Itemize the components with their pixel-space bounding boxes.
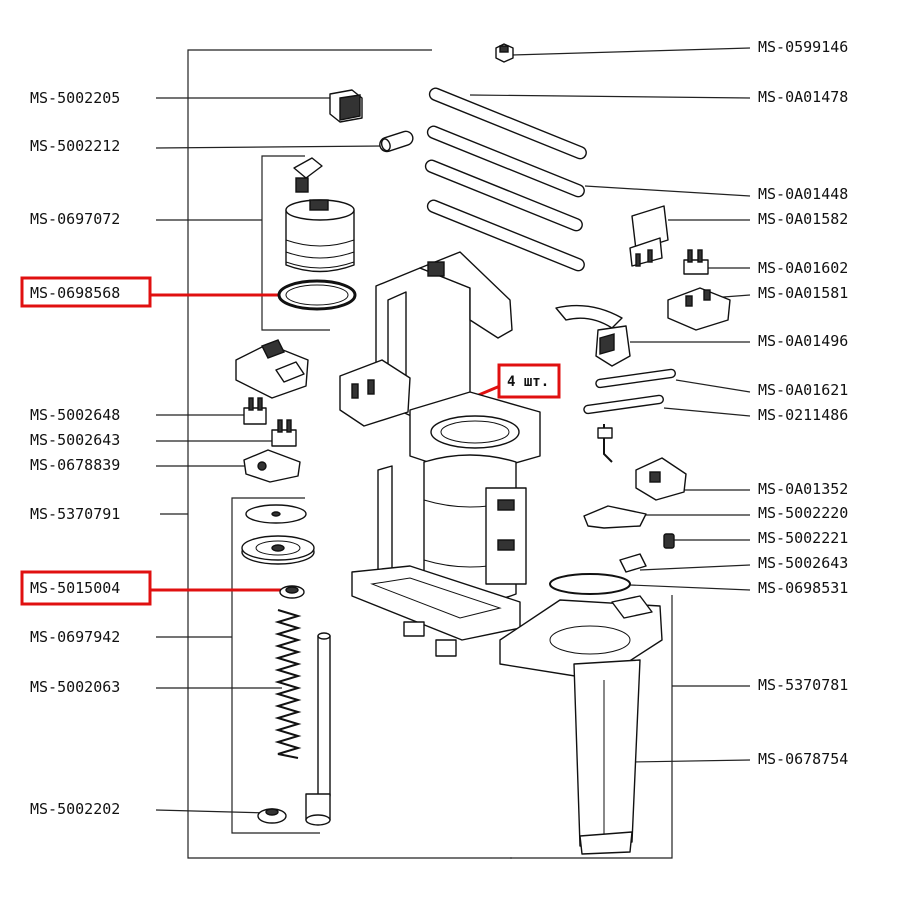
part-label-ms-5002205: MS-5002205 (30, 89, 120, 107)
part-lever-icon (555, 304, 631, 367)
highlight-box (20, 276, 152, 308)
part-thermostat-icon (635, 457, 687, 501)
part-label-ms-0a01602: MS-0A01602 (758, 259, 848, 277)
part-label-ms-0697072: MS-0697072 (30, 210, 120, 228)
part-label-ms-0211486: MS-0211486 (758, 406, 848, 424)
part-label-ms-0678754: MS-0678754 (758, 750, 848, 768)
part-label-ms-0a01352: MS-0A01352 (758, 480, 848, 498)
part-label-ms-0a01581: MS-0A01581 (758, 284, 848, 302)
part-label-ms-5002643-right: MS-5002643 (758, 554, 848, 572)
part-cap-icon (329, 89, 363, 123)
part-label-ms-5002643: MS-5002643 (30, 431, 120, 449)
quantity-note-callout: 4 шт. (461, 363, 561, 404)
part-label-ms-5002212: MS-5002212 (30, 137, 120, 155)
part-gasket-icon (549, 573, 631, 595)
part-label-ms-5002220: MS-5002220 (758, 504, 848, 522)
part-label-ms-0698531: MS-0698531 (758, 579, 848, 597)
part-bracket-icon (243, 449, 301, 483)
part-base-plate-icon (351, 565, 521, 657)
part-label-ms-0a01478: MS-0A01478 (758, 88, 848, 106)
part-main-frame-icon (339, 251, 513, 427)
part-disc-icon (245, 504, 307, 524)
leader-lines-right (469, 47, 751, 763)
part-label-ms-5002648: MS-5002648 (30, 406, 120, 424)
part-seal-icon (279, 585, 305, 599)
part-piston-rod-icon (305, 632, 331, 826)
part-small-connector-icon (619, 553, 647, 573)
part-screw-icon (663, 533, 675, 549)
part-label-ms-5002221: MS-5002221 (758, 529, 848, 547)
part-outlet-housing-icon (499, 595, 663, 681)
part-holder-icon (235, 339, 309, 399)
part-label-ms-0a01582: MS-0A01582 (758, 210, 848, 228)
part-latch-icon (583, 505, 647, 529)
part-nut-icon (257, 808, 287, 824)
highlighted-label-ms-0698568: MS-0698568 (20, 276, 285, 308)
part-label-ms-0678839: MS-0678839 (30, 456, 120, 474)
part-spout-icon (573, 659, 641, 855)
part-label-ms-0a01496: MS-0A01496 (758, 332, 848, 350)
frame-lines (160, 49, 750, 859)
part-boiler-icon (377, 391, 541, 604)
part-nut-icon (495, 43, 514, 63)
part-label-ms-5370791: MS-5370791 (30, 505, 120, 523)
part-label-ms-0599146: MS-0599146 (758, 38, 848, 56)
part-label-ms-0a01448: MS-0A01448 (758, 185, 848, 203)
part-o-ring-icon (277, 279, 357, 311)
part-rods-icon (424, 87, 587, 272)
part-label-ms-0698568: MS-0698568 (30, 284, 120, 302)
note-box (497, 363, 561, 399)
part-label-ms-0a01621: MS-0A01621 (758, 381, 848, 399)
part-terminal-icon (683, 249, 709, 275)
part-microswitch-icon (629, 205, 669, 267)
part-connector-icon (271, 419, 297, 447)
part-clip-icon (597, 424, 613, 463)
quantity-note: 4 шт. (507, 374, 549, 390)
part-label-ms-5002202: MS-5002202 (30, 800, 120, 818)
part-heating-rod-icon (583, 368, 676, 415)
highlight-box (20, 570, 152, 606)
highlighted-label-ms-5015004: MS-5015004 (20, 570, 282, 606)
part-connector-icon (243, 397, 267, 425)
leader-lines-left (155, 97, 386, 814)
part-label-ms-5015004: MS-5015004 (30, 579, 120, 597)
part-valve-plate-icon (241, 535, 315, 565)
left-labels: MS-5002205 MS-5002212 MS-0697072 MS-5002… (30, 89, 120, 818)
part-switch-bracket-icon (667, 287, 731, 331)
part-label-ms-0697942: MS-0697942 (30, 628, 120, 646)
part-label-ms-5002063: MS-5002063 (30, 678, 120, 696)
part-spring-icon (274, 609, 302, 759)
part-pump-icon (285, 157, 355, 273)
right-labels: MS-0599146 MS-0A01478 MS-0A01448 MS-0A01… (758, 38, 848, 768)
part-label-ms-5370781: MS-5370781 (758, 676, 848, 694)
part-tube-icon (379, 130, 414, 153)
